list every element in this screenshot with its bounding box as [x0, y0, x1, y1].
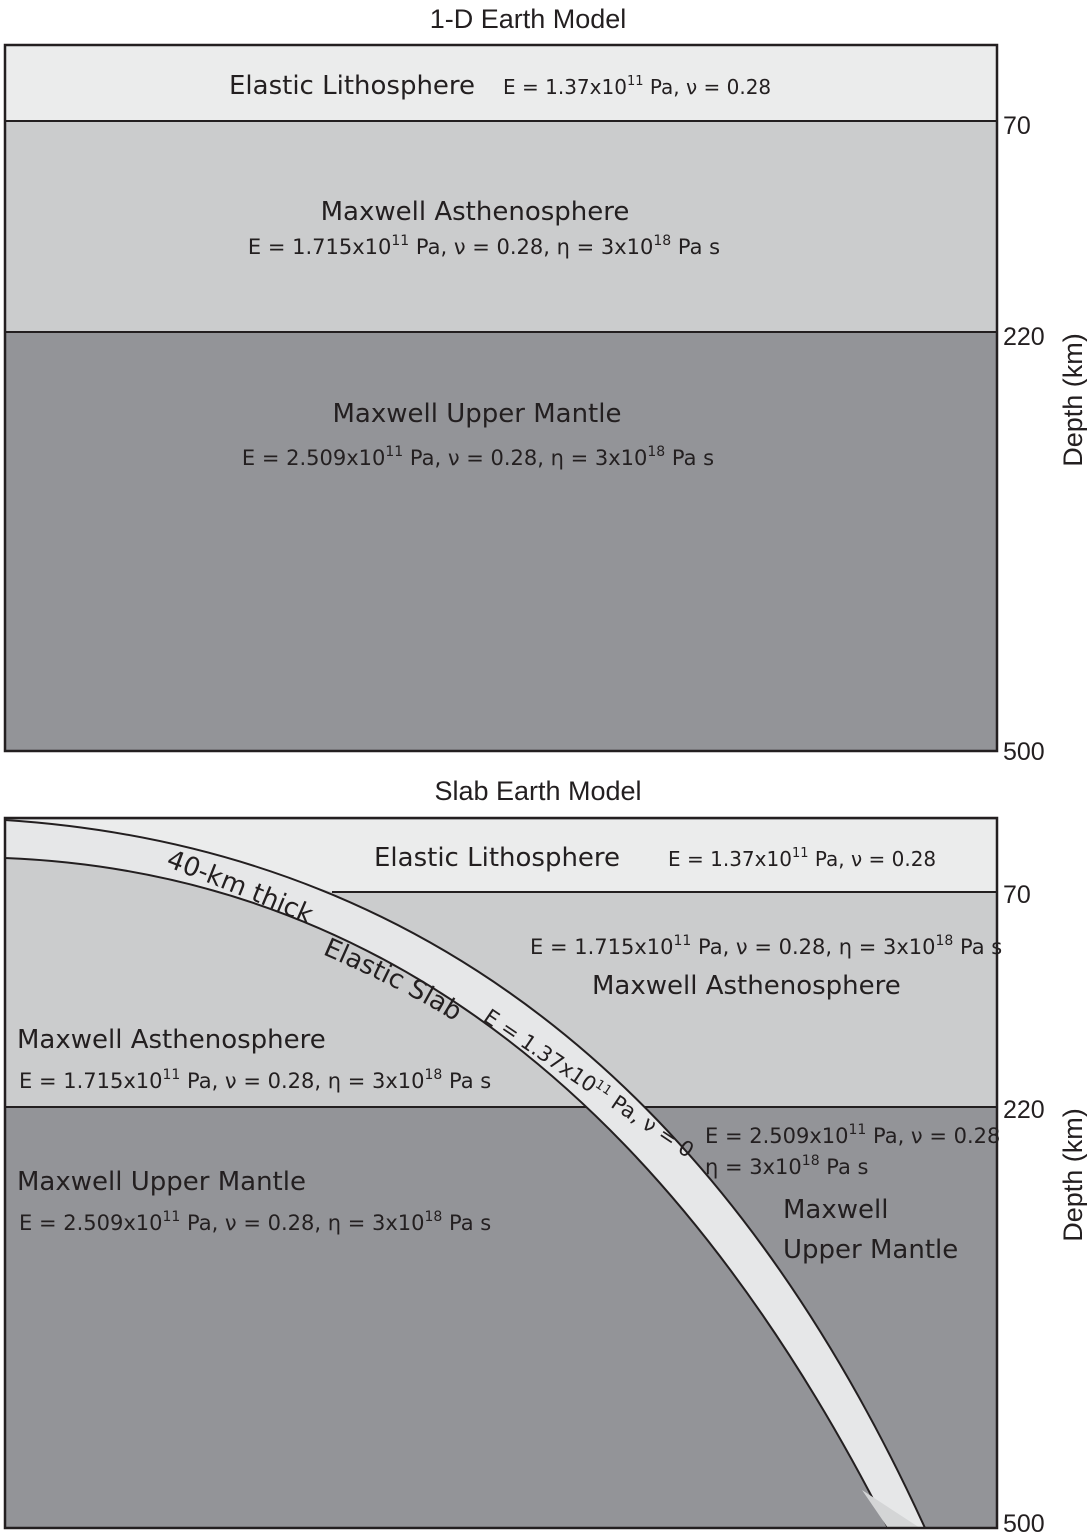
top-upper-mantle-props: E = 2.509x1011 Pa, ν = 0.28, η = 3x1018 … — [242, 444, 714, 470]
bottom-asthenosphere-right-props: E = 1.715x1011 Pa, ν = 0.28, η = 3x1018 … — [530, 933, 1002, 959]
bottom-tick-500: 500 — [1003, 1510, 1045, 1536]
bottom-depth-axis-label: Depth (km) — [1058, 1108, 1087, 1242]
bottom-upper-mantle-left-props: E = 2.509x1011 Pa, ν = 0.28, η = 3x1018 … — [19, 1209, 491, 1235]
bottom-lithosphere-props: E = 1.37x1011 Pa, ν = 0.28 — [668, 846, 936, 871]
top-asthenosphere-layer — [5, 121, 997, 332]
bottom-tick-70: 70 — [1003, 881, 1031, 909]
top-upper-mantle-name: Maxwell Upper Mantle — [333, 399, 622, 429]
bottom-tick-220: 220 — [1003, 1096, 1045, 1124]
top-panel-title: 1-D Earth Model — [430, 4, 627, 34]
top-tick-70: 70 — [1003, 112, 1031, 140]
bottom-upper-mantle-right-name-1: Maxwell — [783, 1195, 888, 1225]
bottom-asthenosphere-left-name: Maxwell Asthenosphere — [17, 1025, 326, 1055]
top-asthenosphere-props: E = 1.715x1011 Pa, ν = 0.28, η = 3x1018 … — [248, 233, 720, 259]
top-asthenosphere-name: Maxwell Asthenosphere — [321, 197, 630, 227]
bottom-lithosphere-name: Elastic Lithosphere — [374, 843, 620, 873]
top-lithosphere-layer — [5, 45, 997, 121]
top-lithosphere-props: E = 1.37x1011 Pa, ν = 0.28 — [503, 74, 771, 99]
top-panel-frame — [3, 43, 999, 753]
bottom-asthenosphere-right-name: Maxwell Asthenosphere — [592, 971, 901, 1001]
bottom-asthenosphere-left-props: E = 1.715x1011 Pa, ν = 0.28, η = 3x1018 … — [19, 1067, 491, 1093]
bottom-panel-frame — [3, 816, 999, 1530]
bottom-upper-mantle-right-props-line1: E = 2.509x1011 Pa, ν = 0.28 — [705, 1122, 1000, 1148]
bottom-upper-mantle-left-name: Maxwell Upper Mantle — [17, 1167, 306, 1197]
top-upper-mantle-layer — [5, 332, 997, 751]
bottom-lithosphere-layer — [5, 820, 997, 892]
slab-tip-shading — [862, 1490, 920, 1528]
top-lithosphere-name: Elastic Lithosphere — [229, 71, 475, 101]
bottom-panel-title: Slab Earth Model — [434, 776, 641, 806]
bottom-upper-mantle-right-props-line2: η = 3x1018 Pa s — [705, 1153, 869, 1179]
bottom-upper-mantle-right-name-2: Upper Mantle — [783, 1235, 958, 1265]
top-tick-220: 220 — [1003, 323, 1045, 351]
top-tick-500: 500 — [1003, 738, 1045, 766]
top-depth-axis-label: Depth (km) — [1058, 333, 1087, 467]
